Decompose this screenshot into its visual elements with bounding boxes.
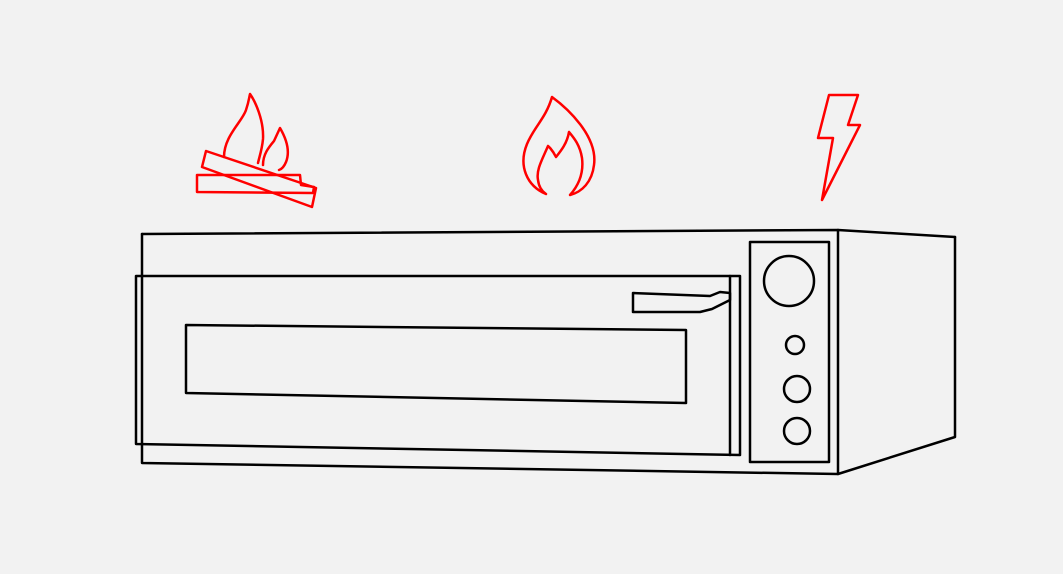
electric-bolt-icon [816, 93, 862, 202]
control-button-1 [784, 334, 806, 356]
oven-body-front [140, 232, 840, 476]
control-panel [748, 240, 831, 464]
control-button-2 [782, 374, 812, 404]
bolt-shape [816, 93, 862, 202]
oven-side-panel [836, 228, 957, 476]
control-button-3 [782, 416, 812, 446]
wood-fire-icon [195, 92, 318, 209]
door-handle [631, 290, 732, 314]
gas-flame-icon [522, 95, 596, 197]
oven-window [184, 323, 688, 405]
flame-large [222, 92, 265, 165]
log-front [200, 149, 318, 209]
pizza-oven [134, 228, 957, 476]
flame-small [261, 126, 289, 172]
control-dial [762, 254, 816, 308]
oven-door [134, 274, 742, 457]
flame-outer [522, 95, 596, 197]
